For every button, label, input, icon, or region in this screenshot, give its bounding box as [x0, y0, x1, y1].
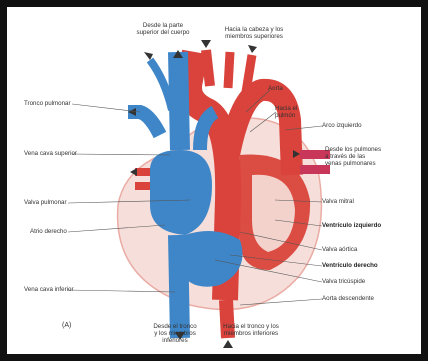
label-atrio-derecho: Atrio derecho	[30, 228, 67, 235]
label-valva-aortica: Valva aórtica	[322, 246, 357, 253]
branch-artery-3	[246, 55, 252, 92]
label-aorta: Aorta	[268, 85, 283, 92]
panel-label: (A)	[62, 322, 71, 329]
label-desde-pulmones: Desde los pulmones a través de las venas…	[325, 146, 410, 167]
label-hacia-pulmon: Hacia el pulmón	[275, 105, 297, 119]
branch-artery-1	[206, 50, 210, 86]
label-vena-cava-superior: Vena cava superior	[24, 150, 77, 157]
label-ventriculo-derecho: Ventrículo derecho	[322, 262, 378, 269]
label-valva-pulmonar: Valva pulmonar	[24, 199, 67, 206]
label-vena-cava-inferior: Vena cava inferior	[24, 286, 74, 293]
branch-artery-2	[228, 52, 230, 88]
pulmonary-trunk	[128, 112, 160, 135]
label-ventriculo-izquierdo: Ventrículo izquierdo	[322, 222, 381, 229]
label-aorta-descendente: Aorta descendente	[322, 295, 374, 302]
label-tronco-pulmonar: Tronco pulmonar	[24, 100, 71, 107]
label-hacia-tronco: Hacia el tronco y los miembros inferiore…	[205, 323, 297, 337]
label-arco-izquierdo: Arco izquierdo	[322, 122, 362, 129]
label-desde-parte-superior: Desde la parte superior del cuerpo	[128, 22, 198, 36]
label-valva-mitral: Valva mitral	[322, 198, 354, 205]
label-hacia-cabeza: Hacia la cabeza y los miembros superiore…	[208, 26, 300, 40]
label-valva-tricuspide: Valva tricúspide	[322, 278, 365, 285]
superior-vena-cava	[178, 52, 180, 150]
label-desde-tronco: Desde el tronco y los miembros inferiore…	[140, 323, 210, 344]
